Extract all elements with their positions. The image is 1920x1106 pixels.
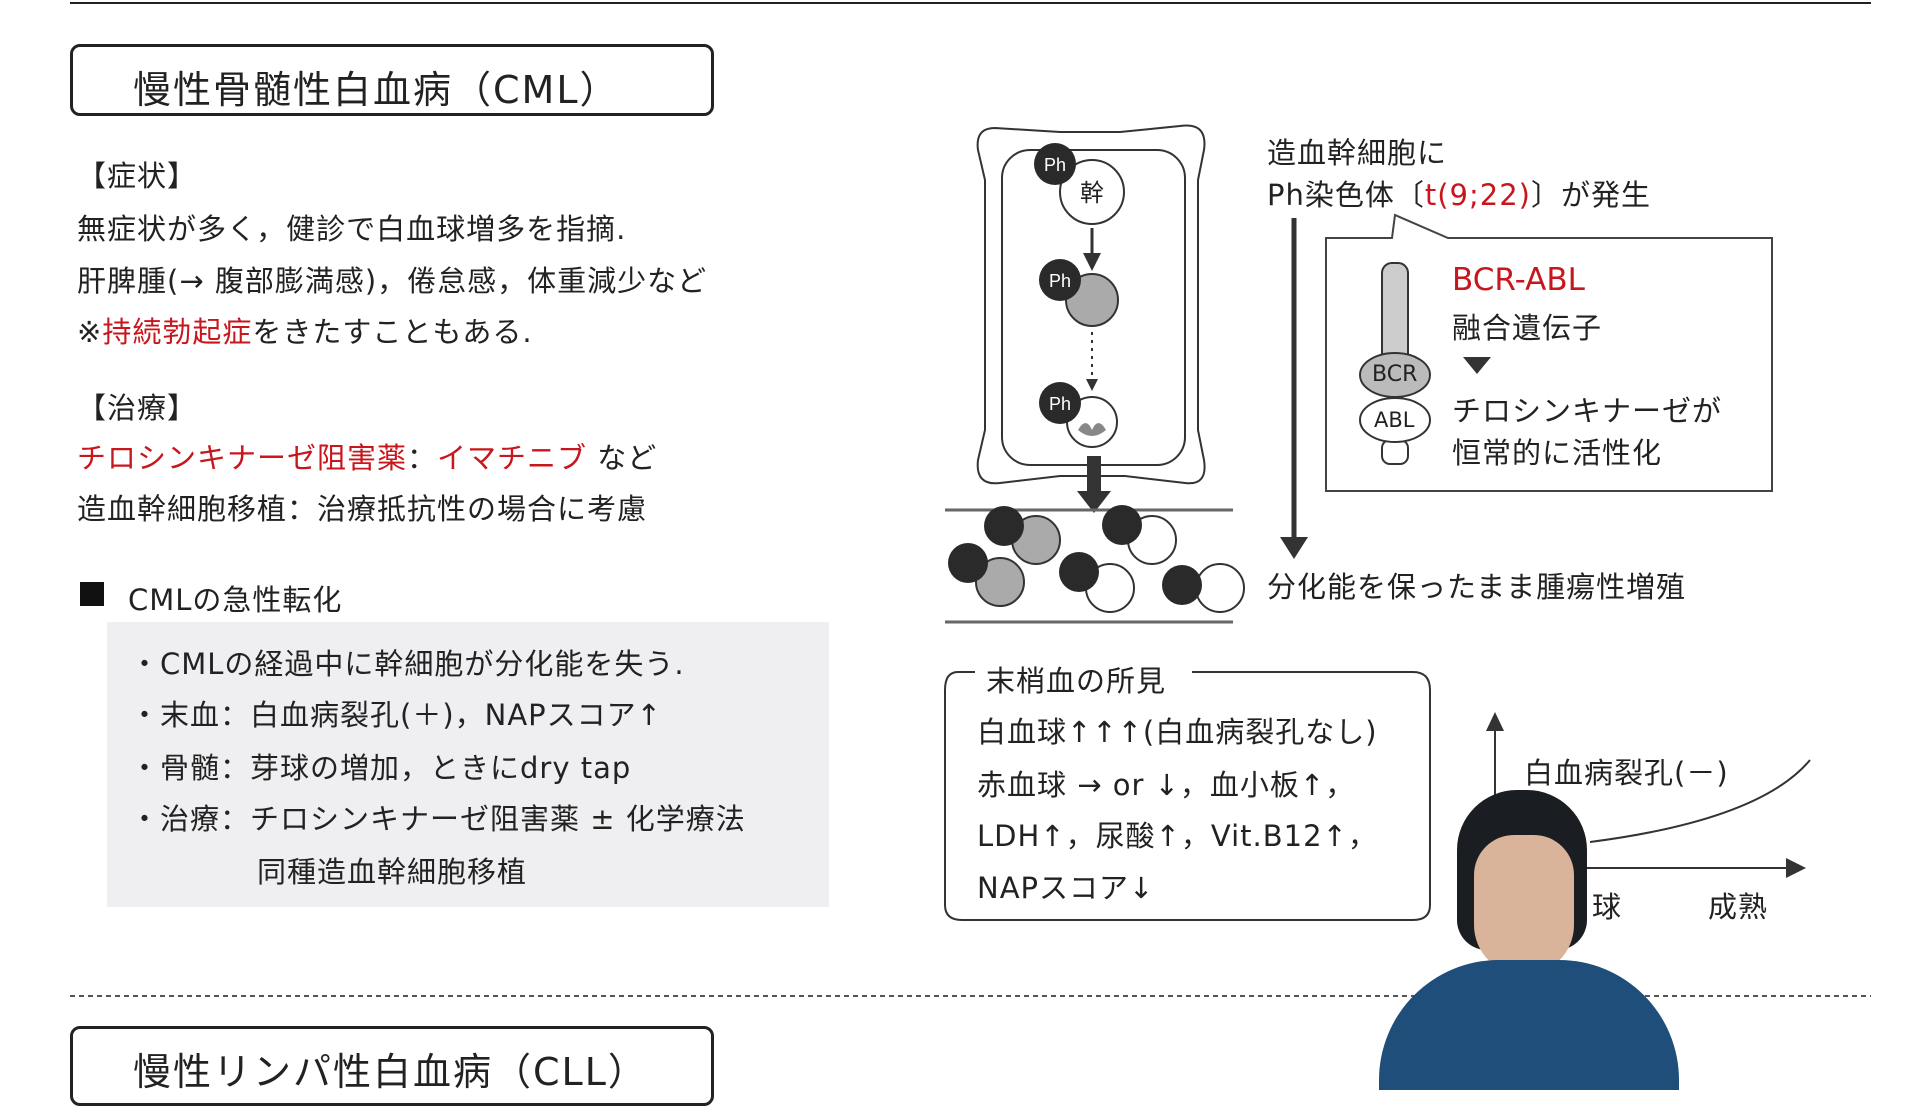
peripheral-line: LDH↑，尿酸↑，Vit.B12↑， [977,819,1378,853]
caption-2-suffix: 〕が発生 [1531,178,1652,212]
effect-line-2: 恒常的に活性化 [1452,436,1663,470]
note-red: 持続勃起症 [102,315,253,349]
growth-curve [1589,759,1811,843]
treatment-line-1: チロシンキナーゼ阻害薬：イマチニブ など [77,435,657,477]
stem-label: 幹 [1080,179,1104,207]
presenter-video [1359,790,1719,1090]
blast-crisis-box [107,622,829,907]
caption-1: 造血幹細胞に [1267,136,1448,170]
fusion-gene-name: BCR-ABL [1452,262,1585,298]
peripheral-heading: 末梢血の所見 [982,658,1171,700]
fusion-gene-label: 融合遺伝子 [1452,311,1603,345]
bcr-label: BCR [1372,362,1418,387]
colon: ： [407,441,438,475]
result-caption: 分化能を保ったまま腫瘍性増殖 [1267,570,1687,604]
ph-chromosome-icon [1039,382,1081,424]
abl-segment [1359,397,1431,443]
symptoms-line-2: 肝脾腫(→ 腹部膨満感)，倦怠感，体重減少など [77,264,708,298]
caption-2-prefix: Ph染色体〔 [1267,178,1425,212]
abl-label: ABL [1374,408,1415,432]
effect-line-1: チロシンキナーゼが [1452,394,1723,428]
blast-bullet: ・末血：白血病裂孔(＋)，NAPスコア↑ [130,698,662,732]
blast-bullet: ・骨髄：芽球の増加，ときにdry tap [130,751,632,785]
cll-title-box: 慢性リンパ性白血病（CLL） [70,1026,714,1106]
y-axis-arrow-icon [1486,712,1504,731]
bone-marrow-outline [976,124,1206,485]
x-left-label: 球 [1592,890,1623,924]
x-axis-arrow-icon [1786,858,1806,878]
peripheral-line: 赤血球 → or ↓，血小板↑， [977,768,1356,802]
blast-bullet: ・CMLの経過中に幹細胞が分化能を失う. [130,647,685,681]
drug-class: チロシンキナーゼ阻害薬 [77,441,408,475]
cml-title: 慢性骨髄性白血病（CML） [133,68,620,112]
drug-name: イマチニブ [437,441,588,475]
proliferating-cells [948,505,1245,613]
cml-diagram: Ph Ph Ph 幹 [70,124,1871,997]
ph-chromosome-icon [1039,259,1081,301]
top-rule [70,2,1871,4]
curve-label: 白血病裂孔(－) [1524,756,1729,790]
ph-label: Ph [1049,271,1071,291]
callout-box [1325,213,1773,492]
peripheral-line: NAPスコア↓ [977,871,1155,905]
peripheral-box [944,671,1431,921]
long-down-arrow-icon [1280,537,1308,559]
translocation: t(9;22) [1424,178,1531,212]
triangle-down-icon [1463,357,1491,374]
square-bullet-icon [80,582,104,606]
caption-2: Ph染色体〔t(9;22)〕が発生 [1267,172,1651,214]
blast-crisis-heading: CMLの急性転化 [128,583,343,617]
note-prefix: ※ [77,315,103,349]
ph-chromosome-icon [1034,143,1076,185]
ph-label: Ph [1044,155,1066,175]
peripheral-line: 白血球↑↑↑(白血病裂孔なし) [977,715,1378,749]
ph-label: Ph [1049,394,1071,414]
treatment-heading: 【治療】 [77,391,198,425]
blast-bullet-continuation: 同種造血幹細胞移植 [257,855,528,889]
symptoms-heading: 【症状】 [77,159,198,193]
blast-bullet: ・治療：チロシンキナーゼ阻害薬 ± 化学療法 [130,802,746,836]
x-right-label: 成熟 [1708,890,1769,924]
drug-suffix: など [587,441,658,475]
note-suffix: をきたすこともある. [252,315,533,349]
stem-cell [1059,159,1125,225]
down-arrow-icon [1077,456,1111,513]
cml-title-box: 慢性骨髄性白血病（CML） [70,44,714,116]
cll-title: 慢性リンパ性白血病（CLL） [133,1050,648,1094]
symptoms-note: ※持続勃起症をきたすこともある. [77,309,533,351]
treatment-line-2: 造血幹細胞移植：治療抵抗性の場合に考慮 [77,492,648,526]
symptoms-line-1: 無症状が多く，健診で白血球増多を指摘. [77,212,627,246]
